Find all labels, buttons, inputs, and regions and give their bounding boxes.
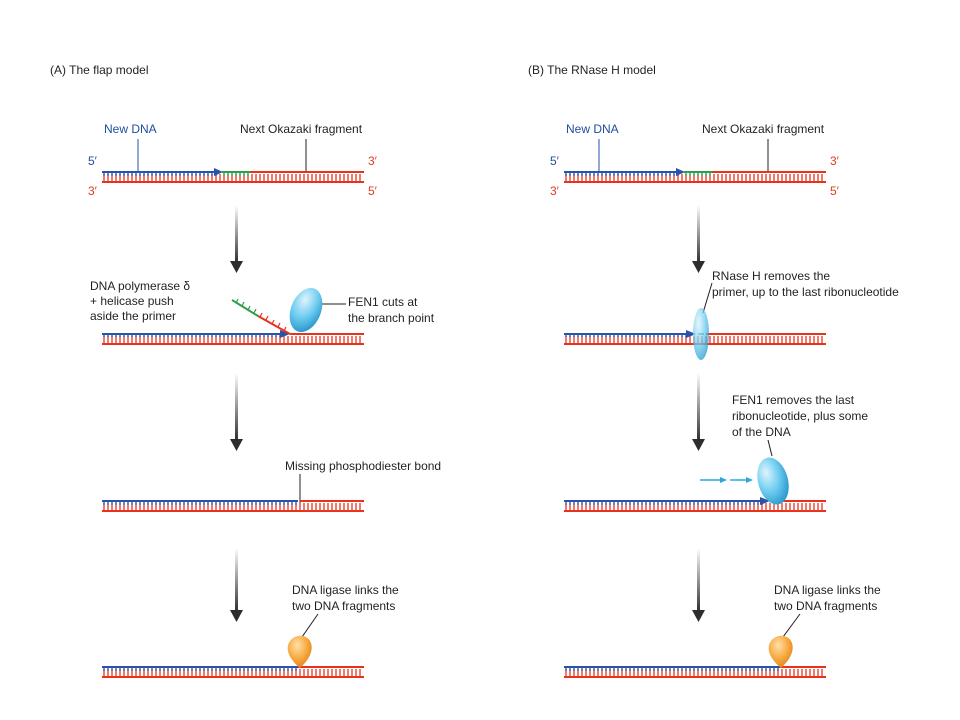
panel-b-arrow-3 bbox=[692, 548, 705, 622]
panel-a-arrow-1 bbox=[230, 205, 243, 273]
panel-b-step4: DNA ligase links the two DNA fragments bbox=[564, 583, 881, 678]
panel-a-fen1-enzyme bbox=[289, 287, 323, 333]
panel-a-step3: Missing phosphodiester bond bbox=[102, 459, 441, 512]
panel-a: (A) The flap model New DNA Next Okazaki … bbox=[50, 63, 441, 678]
panel-b-dna-4 bbox=[564, 666, 826, 678]
panel-a-step2-left-line3: aside the primer bbox=[90, 309, 176, 323]
panel-b-step2: RNase H removes the primer, up to the la… bbox=[564, 269, 899, 360]
panel-a-step2-right-line1: FEN1 cuts at bbox=[348, 295, 418, 309]
panel-b-label-okazaki: Next Okazaki fragment bbox=[702, 122, 825, 136]
panel-b-rnaseh-pointer bbox=[702, 282, 713, 314]
panel-a-step2: DNA polymerase δ + helicase push aside t… bbox=[90, 279, 435, 345]
panel-a-step2-right-line2: the branch point bbox=[348, 311, 435, 325]
panel-b-fen1-pointer bbox=[767, 439, 773, 457]
panel-a-3prime-top: 3′ bbox=[368, 154, 378, 168]
panel-b-step2-line2: primer, up to the last ribonucleotide bbox=[712, 285, 899, 299]
panel-b-step3-line3: of the DNA bbox=[732, 425, 791, 439]
panel-b-step3-line1: FEN1 removes the last bbox=[732, 393, 855, 407]
panel-a-step2-left-line1: DNA polymerase δ bbox=[90, 279, 190, 293]
panel-a-ligase-pointer bbox=[301, 613, 319, 638]
panel-a-step4-line2: two DNA fragments bbox=[292, 599, 395, 613]
panel-b-ligase-pointer bbox=[782, 613, 801, 638]
panel-b-5prime-bottom: 5′ bbox=[830, 184, 840, 198]
panel-b-ligase-enzyme bbox=[768, 635, 793, 668]
panel-b-step3: FEN1 removes the last ribonucleotide, pl… bbox=[564, 393, 868, 512]
panel-b-rnaseh-enzyme bbox=[693, 308, 709, 360]
panel-b: (B) The RNase H model New DNA Next Okaza… bbox=[528, 63, 899, 678]
panel-a-dna-3 bbox=[102, 500, 364, 512]
panel-a-ligase-enzyme bbox=[287, 635, 312, 668]
panel-b-motion-arrows bbox=[700, 477, 753, 483]
panel-b-dna-1 bbox=[564, 168, 826, 183]
panel-a-arrow-2 bbox=[230, 373, 243, 451]
panel-b-arrow-1 bbox=[692, 205, 705, 273]
panel-b-step1: New DNA Next Okazaki fragment 5′ 3′ 3′ 5… bbox=[550, 122, 840, 198]
panel-a-5prime-top: 5′ bbox=[88, 154, 98, 168]
panel-b-step3-line2: ribonucleotide, plus some bbox=[732, 409, 868, 423]
panel-b-arrow-2 bbox=[692, 373, 705, 451]
panel-a-dna-2 bbox=[102, 298, 364, 345]
panel-b-3prime-bottom: 3′ bbox=[550, 184, 560, 198]
panel-b-label-new-dna: New DNA bbox=[566, 122, 619, 136]
panel-a-step3-label: Missing phosphodiester bond bbox=[285, 459, 441, 473]
panel-b-step2-line1: RNase H removes the bbox=[712, 269, 830, 283]
panel-a-5prime-bottom: 5′ bbox=[368, 184, 378, 198]
panel-a-title: (A) The flap model bbox=[50, 63, 149, 77]
panel-a-label-new-dna: New DNA bbox=[104, 122, 157, 136]
panel-a-dna-1 bbox=[102, 168, 364, 183]
panel-a-3prime-bottom: 3′ bbox=[88, 184, 98, 198]
panel-b-3prime-top: 3′ bbox=[830, 154, 840, 168]
panel-b-step4-line1: DNA ligase links the bbox=[774, 583, 881, 597]
panel-b-fen1-enzyme bbox=[757, 457, 789, 505]
panel-b-step4-line2: two DNA fragments bbox=[774, 599, 877, 613]
panel-a-step4: DNA ligase links the two DNA fragments bbox=[102, 583, 399, 678]
panel-a-label-okazaki: Next Okazaki fragment bbox=[240, 122, 363, 136]
panel-a-arrow-3 bbox=[230, 548, 243, 622]
panel-a-flap-ticks bbox=[235, 298, 287, 332]
panel-a-step2-left-line2: + helicase push bbox=[90, 294, 174, 308]
panel-a-step1: New DNA Next Okazaki fragment 5′ 3′ 3′ 5… bbox=[88, 122, 378, 198]
panel-b-title: (B) The RNase H model bbox=[528, 63, 656, 77]
panel-a-step4-line1: DNA ligase links the bbox=[292, 583, 399, 597]
panel-b-5prime-top: 5′ bbox=[550, 154, 560, 168]
panel-a-dna-4 bbox=[102, 666, 364, 678]
panel-b-dna-3 bbox=[564, 497, 826, 512]
